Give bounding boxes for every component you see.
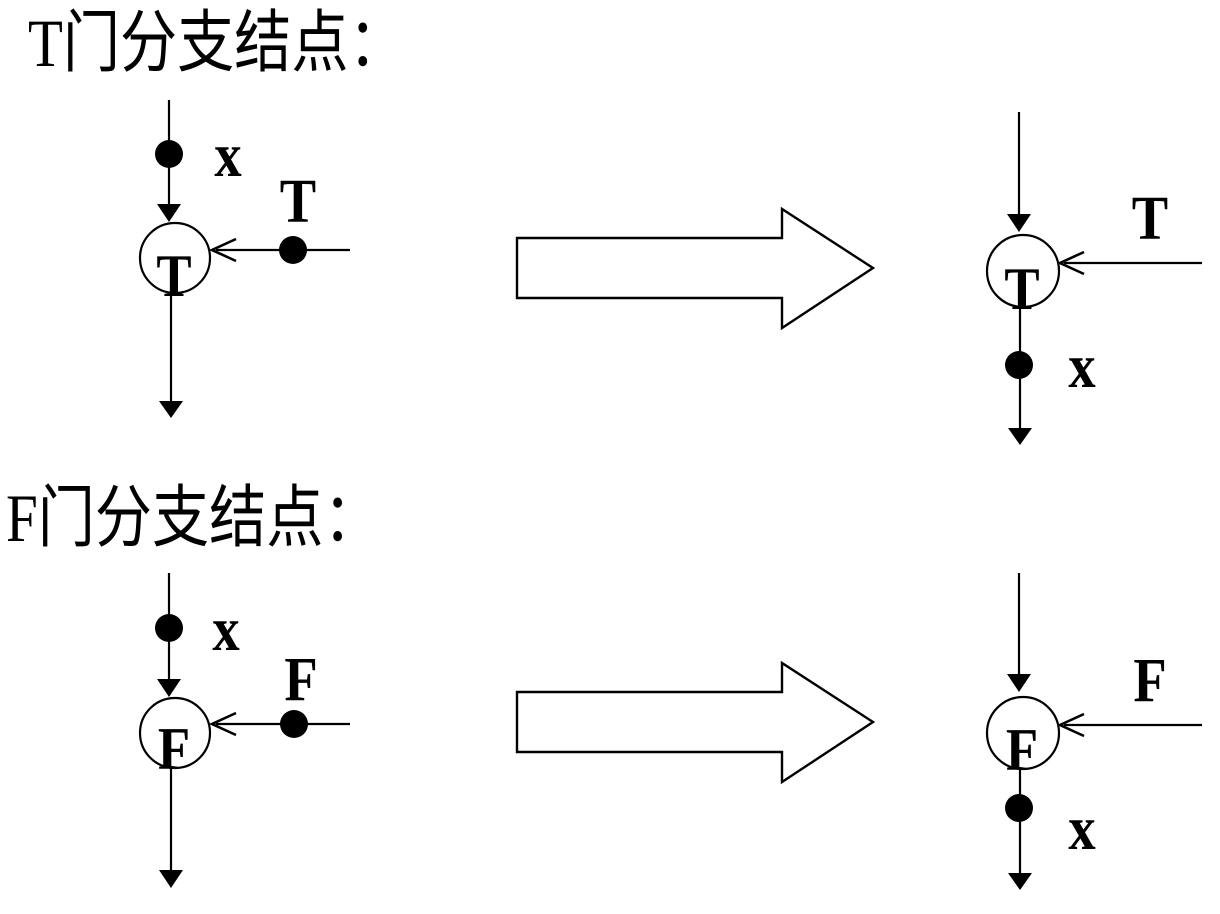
f-after-wire-label: x (1068, 795, 1096, 863)
t-transform-arrow-icon (515, 206, 876, 331)
t-before-branch-label: T (279, 168, 317, 236)
f-before-wire-label: x (212, 596, 240, 664)
t-before-out-arrowhead-icon (159, 401, 183, 418)
f-before-in-arrowhead-icon (157, 679, 181, 697)
t-before-wire-dot-icon (155, 140, 183, 168)
f-before-node-circle (138, 696, 212, 770)
t-after-wire-dot-icon (1005, 351, 1033, 379)
t-before-node-circle (138, 221, 212, 295)
t-before-branch-arrowhead-icon (208, 237, 237, 263)
f-after-in-arrowhead-icon (1007, 674, 1031, 692)
t-after-node-label: T (1004, 256, 1040, 322)
f-after-branch-arrowhead-icon (1056, 712, 1085, 738)
f-after-node-label: F (1005, 717, 1039, 783)
f-transform-arrow-icon (515, 660, 876, 785)
t-before-branch-dot-icon (279, 236, 307, 264)
f-section-title: F门分支结点： (6, 480, 381, 556)
f-before-branch-dot-icon (280, 710, 308, 738)
f-before-diagram (138, 573, 350, 888)
t-before-node-label: T (156, 243, 192, 309)
t-after-branch-arrowhead-icon (1056, 250, 1085, 276)
t-after-branch-label: T (1131, 185, 1169, 253)
f-after-wire-dot-icon (1005, 794, 1033, 822)
t-section-title: T门分支结点： (28, 5, 406, 81)
f-after-node-circle (985, 695, 1061, 771)
t-after-wire-label: x (1068, 333, 1096, 401)
t-before-in-arrowhead-icon (157, 204, 181, 222)
f-after-branch-label: F (1133, 647, 1167, 715)
t-after-out-arrowhead-icon (1008, 428, 1032, 445)
f-before-wire-dot-icon (155, 614, 183, 642)
f-after-out-arrowhead-icon (1008, 873, 1032, 890)
f-after-diagram (985, 573, 1202, 890)
f-before-branch-arrowhead-icon (208, 711, 237, 737)
t-after-in-arrowhead-icon (1007, 214, 1031, 232)
t-after-diagram (985, 112, 1202, 445)
f-before-out-arrowhead-icon (159, 870, 183, 888)
f-before-branch-label: F (284, 646, 318, 714)
t-before-diagram (138, 100, 350, 418)
t-after-node-circle (985, 233, 1061, 309)
f-before-node-label: F (157, 716, 191, 782)
t-before-wire-label: x (214, 122, 242, 190)
